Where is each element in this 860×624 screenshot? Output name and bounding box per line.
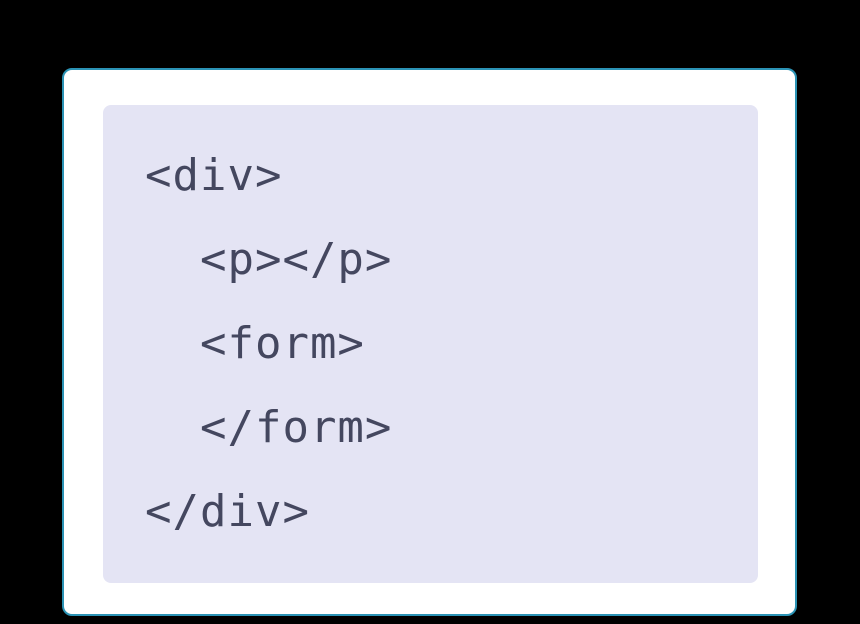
- code-line: <div>: [145, 150, 283, 201]
- code-line: <p></p>: [145, 234, 393, 285]
- code-line: <form>: [145, 318, 365, 369]
- code-block: <div> <p></p> <form> </form> </div>: [103, 105, 758, 583]
- code-card: <div> <p></p> <form> </form> </div>: [62, 68, 797, 616]
- code-line: </form>: [145, 402, 393, 453]
- code-line: </div>: [145, 486, 310, 537]
